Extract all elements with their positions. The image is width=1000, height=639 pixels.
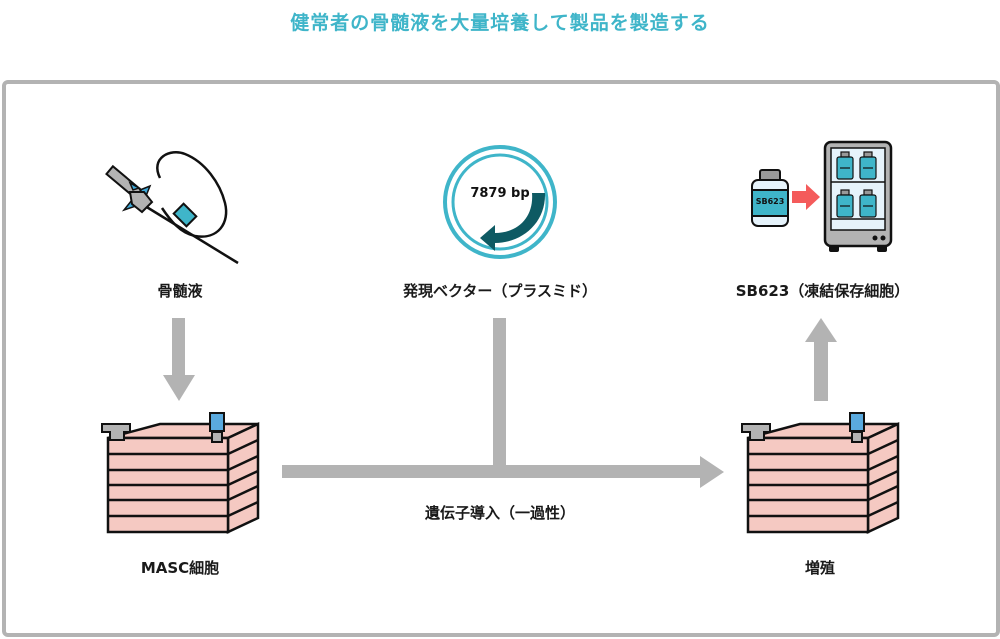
plasmid-icon — [443, 145, 557, 259]
plasmid-size-label: 7879 bp — [470, 186, 530, 201]
label-expression-vector: 発現ベクター（プラスミド） — [402, 282, 598, 300]
connector-vector-vertical — [493, 318, 506, 470]
label-bone-marrow: 骨髄液 — [157, 282, 203, 300]
label-expansion: 増殖 — [804, 559, 835, 577]
vial-icon — [751, 169, 789, 227]
syringe-needle-icon — [105, 151, 239, 265]
red-arrow-icon — [792, 184, 820, 210]
arrow-right-head — [700, 456, 724, 488]
vial-label: SB623 — [755, 197, 785, 206]
label-sb623-product: SB623（凍結保存細胞） — [735, 282, 910, 300]
arrow-up-shaft — [814, 341, 828, 401]
diagram-title: 健常者の骨髄液を大量培養して製品を製造する — [290, 12, 710, 34]
arrow-up-head — [805, 318, 837, 342]
arrow-down-head — [163, 375, 195, 401]
freezer-icon — [823, 140, 893, 252]
arrow-down-shaft — [172, 318, 185, 376]
process-frame — [2, 80, 1000, 637]
cell-culture-flask-icon — [101, 412, 260, 534]
arrow-right-shaft — [282, 465, 702, 478]
label-transfection: 遺伝子導入（一過性） — [424, 504, 575, 522]
label-masc-cells: MASC細胞 — [140, 559, 220, 577]
cell-culture-flask-icon — [741, 412, 900, 534]
